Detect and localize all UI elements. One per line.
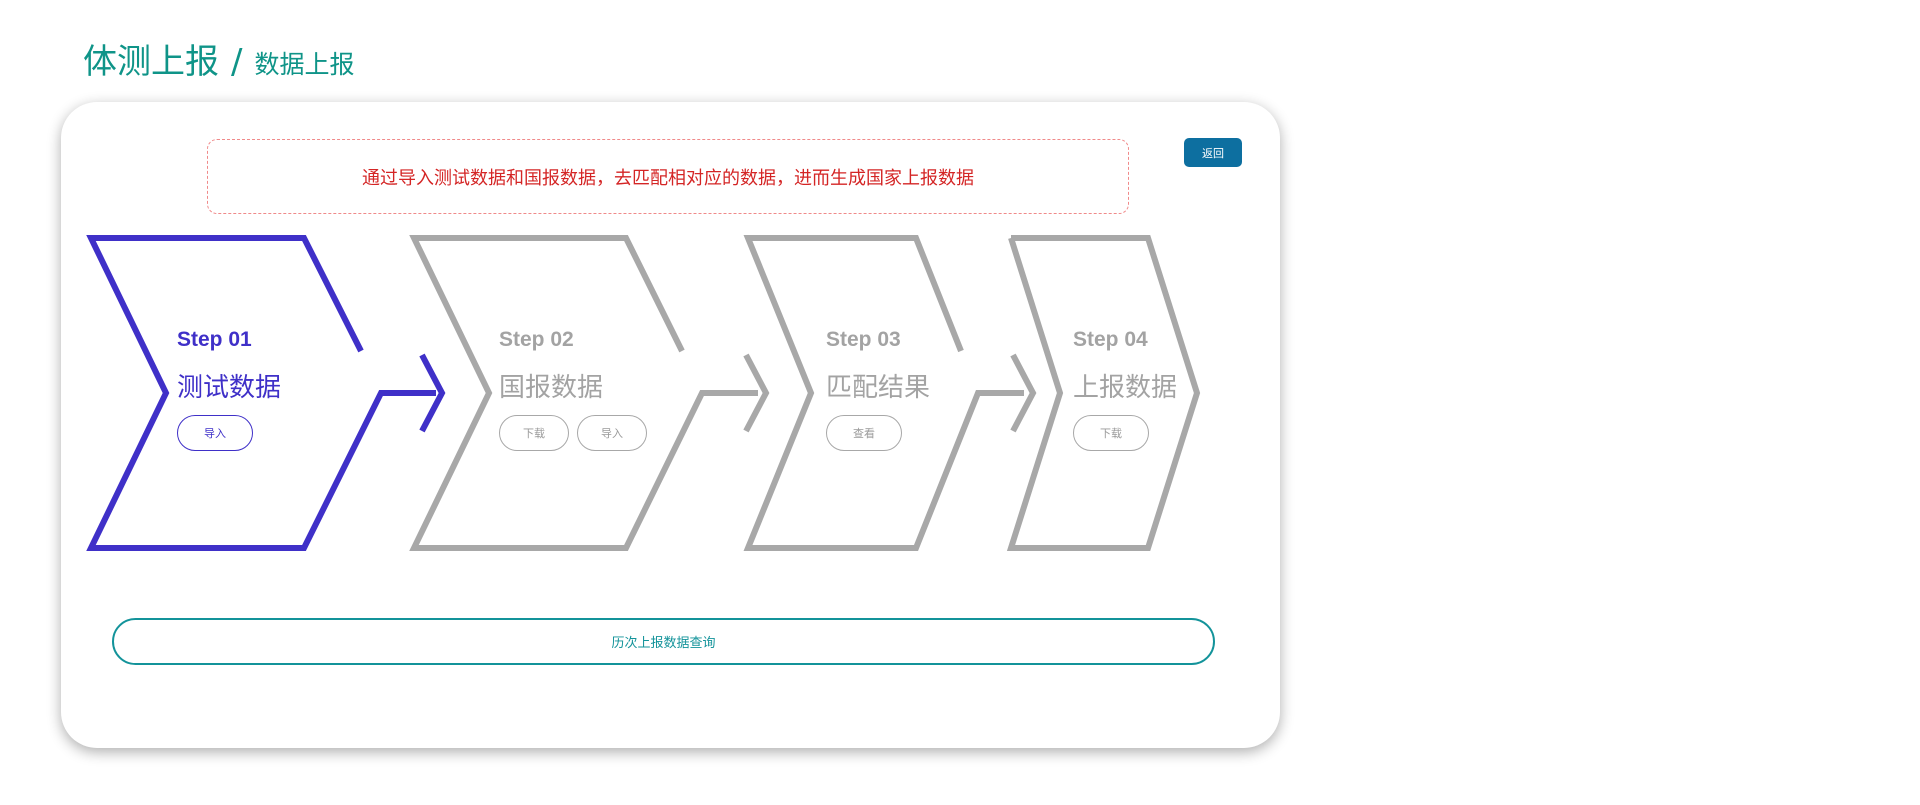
- page-title-separator: /: [231, 42, 243, 82]
- step-02-download-button[interactable]: 下载: [499, 415, 569, 451]
- step-02-import-button[interactable]: 导入: [577, 415, 647, 451]
- back-button[interactable]: 返回: [1184, 138, 1242, 167]
- step-03-number: Step 03: [826, 328, 901, 351]
- step-04-name: 上报数据: [1073, 373, 1178, 403]
- step-02-number: Step 02: [499, 328, 574, 351]
- page-title-main: 体测上报: [83, 42, 219, 82]
- notice-box: 通过导入测试数据和国报数据，去匹配相对应的数据，进而生成国家上报数据: [207, 139, 1129, 214]
- step-01-name: 测试数据: [177, 373, 282, 403]
- step-04-download-button[interactable]: 下载: [1073, 415, 1149, 451]
- step-03-view-button[interactable]: 查看: [826, 415, 902, 451]
- main-card: 通过导入测试数据和国报数据，去匹配相对应的数据，进而生成国家上报数据 返回 St…: [61, 102, 1280, 748]
- step-03-name: 匹配结果: [826, 373, 931, 403]
- step-04-number: Step 04: [1073, 328, 1148, 351]
- step-01-import-button[interactable]: 导入: [177, 415, 253, 451]
- history-query-button[interactable]: 历次上报数据查询: [112, 618, 1215, 665]
- step-02-name: 国报数据: [499, 373, 604, 403]
- step-01-number: Step 01: [177, 328, 252, 351]
- notice-text: 通过导入测试数据和国报数据，去匹配相对应的数据，进而生成国家上报数据: [362, 167, 974, 189]
- page-title-sub: 数据上报: [254, 50, 355, 79]
- page-title: 体测上报 / 数据上报: [83, 34, 354, 83]
